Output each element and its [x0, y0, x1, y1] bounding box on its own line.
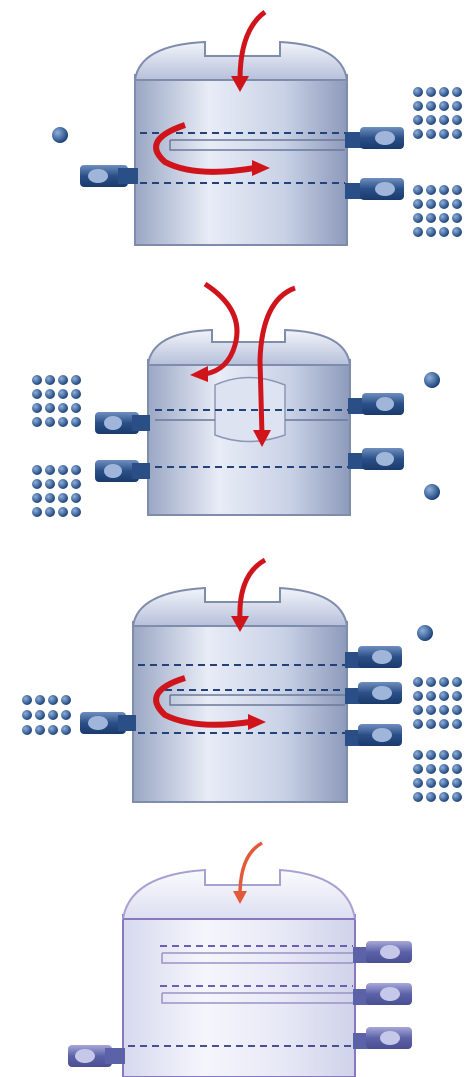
inlet-nozzle — [95, 460, 150, 482]
particle-grid — [22, 695, 71, 735]
inlet-baffle — [214, 376, 286, 443]
separator-diagram-3-svg — [22, 557, 462, 803]
particle-ball — [424, 484, 440, 500]
outlet-nozzle — [348, 393, 404, 415]
outlet-nozzle — [348, 448, 404, 470]
swirl-arrow — [153, 122, 256, 175]
vessel-body — [132, 621, 348, 803]
flow-arrow — [237, 557, 267, 621]
separator-diagram-2 — [0, 270, 465, 530]
particle-ball — [424, 372, 440, 388]
outlet-nozzle — [345, 646, 402, 668]
separator-diagram-3 — [0, 550, 465, 815]
flow-arrow — [238, 841, 263, 896]
inlet-nozzle — [95, 412, 150, 434]
vessel-body — [122, 914, 356, 1077]
separator-diagram-1 — [0, 0, 465, 260]
separator-diagram-4-svg — [68, 841, 412, 1077]
vessel-body — [134, 74, 348, 246]
particle-grid — [413, 185, 462, 237]
swirl-arrow — [153, 675, 251, 728]
flow-arrow — [257, 285, 296, 436]
outlet-nozzle — [353, 983, 412, 1005]
outlet-nozzle — [345, 724, 402, 746]
outlet-nozzle — [345, 127, 404, 149]
particle-ball — [52, 127, 68, 143]
separator-diagram-4 — [0, 825, 465, 1077]
separator-diagram-1-svg — [52, 9, 462, 246]
particle-grid — [413, 677, 462, 729]
particle-grid — [413, 87, 462, 139]
outlet-nozzle — [345, 682, 402, 704]
particle-ball — [417, 625, 433, 641]
vessel-dome — [146, 328, 352, 366]
particle-grid — [32, 375, 81, 427]
flow-arrow — [203, 281, 240, 377]
inlet-nozzle — [68, 1045, 125, 1067]
outlet-nozzle — [353, 941, 412, 963]
flow-arrow — [237, 9, 267, 81]
inlet-nozzle — [80, 165, 138, 187]
particle-grid — [32, 465, 81, 517]
separator-diagram-2-svg — [32, 281, 440, 517]
outlet-nozzle — [345, 178, 404, 200]
outlet-nozzle — [353, 1027, 412, 1049]
inlet-nozzle — [80, 712, 136, 734]
particle-grid — [413, 750, 462, 802]
